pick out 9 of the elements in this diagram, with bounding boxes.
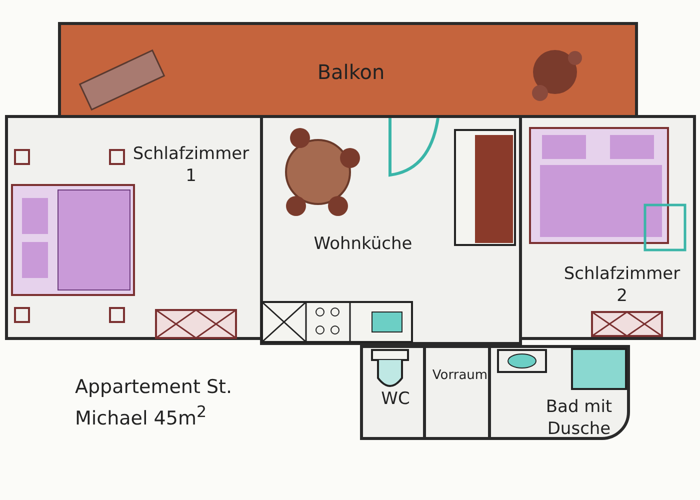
room-label: Vorraum: [431, 368, 489, 385]
room-label: WC: [380, 388, 411, 410]
room-outline: [423, 345, 491, 440]
plan-title: Appartement St. Michael 45m$^{2}$: [75, 375, 233, 431]
room-label: Schlafzimmer 1: [132, 143, 250, 188]
room-label: Bad mit Dusche: [544, 396, 614, 440]
room-label: Schlafzimmer 2: [562, 263, 682, 308]
room-label: Wohnküche: [312, 233, 414, 256]
room-label: Balkon: [316, 59, 386, 85]
